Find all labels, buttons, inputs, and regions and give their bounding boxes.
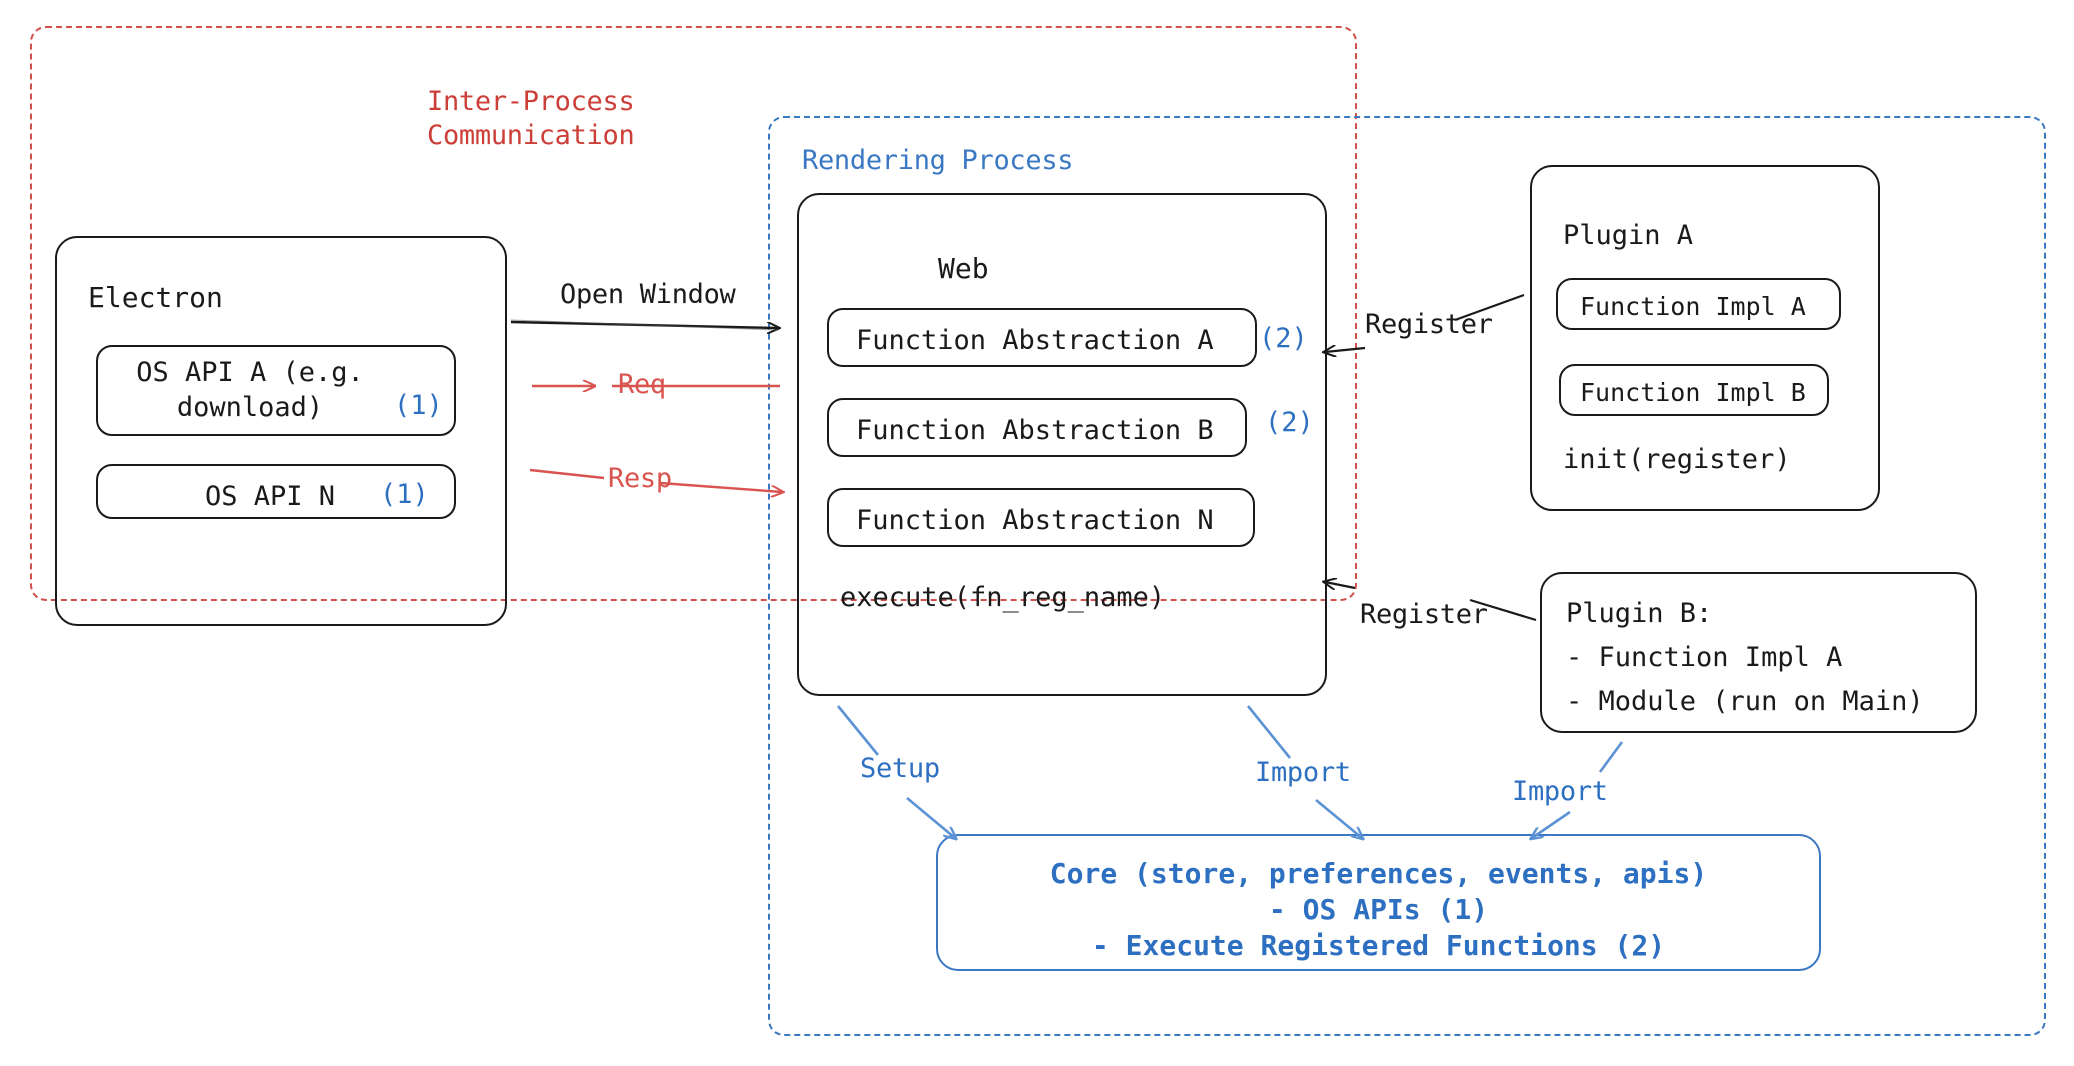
function-abstraction-n-box[interactable] [827,488,1255,547]
edge-label-req: Req [618,369,666,400]
plugin-b-box[interactable] [1540,572,1977,733]
function-abstraction-b-box[interactable] [827,398,1247,457]
web-execute-label: execute(fn_reg_name) [840,582,1166,613]
group-label-inter-process-communication: Inter-Process Communication [427,86,635,152]
os-api-n-label: OS API N [205,481,336,512]
edge-label-resp: Resp [608,463,672,494]
edge-label-import-web: Import [1255,757,1351,788]
function-abstraction-a-label: Function Abstraction A [856,325,1214,356]
function-abstraction-b-label: Function Abstraction B [856,415,1214,446]
group-rendering-process [768,116,2046,1036]
core-line-1: Core (store, preferences, events, apis) [1049,857,1708,890]
group-inter-process-communication [30,26,1357,601]
function-impl-a-box[interactable] [1556,278,1841,330]
edge-label-open-window: Open Window [560,279,736,310]
core-line-2: - OS APIs (1) [1268,893,1489,926]
plugin-a-init-label: init(register) [1563,444,1791,475]
os-api-a-box[interactable] [96,345,456,436]
function-abstraction-a-marker: (2) [1259,323,1308,354]
function-impl-b-label: Function Impl B [1580,378,1806,407]
os-api-n-box[interactable] [96,464,456,519]
core-line-3: - Execute Registered Functions (2) [1091,929,1666,962]
function-impl-b-box[interactable] [1559,364,1829,416]
group-label-rendering-process: Rendering Process [802,145,1074,176]
os-api-a-marker: (1) [394,390,443,421]
os-api-n-marker: (1) [380,479,429,510]
edge-label-register-plugin-a: Register [1365,309,1493,340]
plugin-b-line-1: - Function Impl A [1566,642,1843,673]
function-abstraction-n-label: Function Abstraction N [856,505,1214,536]
web-box[interactable] [797,193,1327,696]
edge-label-register-plugin-b: Register [1360,599,1488,630]
os-api-a-label: OS API A (e.g. download) [136,357,364,424]
plugin-b-title: Plugin B: [1566,598,1713,629]
plugin-b-line-2: - Module (run on Main) [1566,686,1924,717]
electron-box[interactable] [55,236,507,626]
function-abstraction-a-box[interactable] [827,308,1257,367]
plugin-a-box[interactable] [1530,165,1880,511]
function-abstraction-b-marker: (2) [1265,407,1314,438]
plugin-a-title: Plugin A [1563,220,1694,251]
edge-label-setup: Setup [860,753,940,784]
core-box[interactable] [936,834,1821,971]
function-impl-a-label: Function Impl A [1580,292,1806,321]
web-title: Web [938,252,989,285]
electron-title: Electron [88,281,223,314]
edge-label-import-plugin-b: Import [1512,776,1608,807]
